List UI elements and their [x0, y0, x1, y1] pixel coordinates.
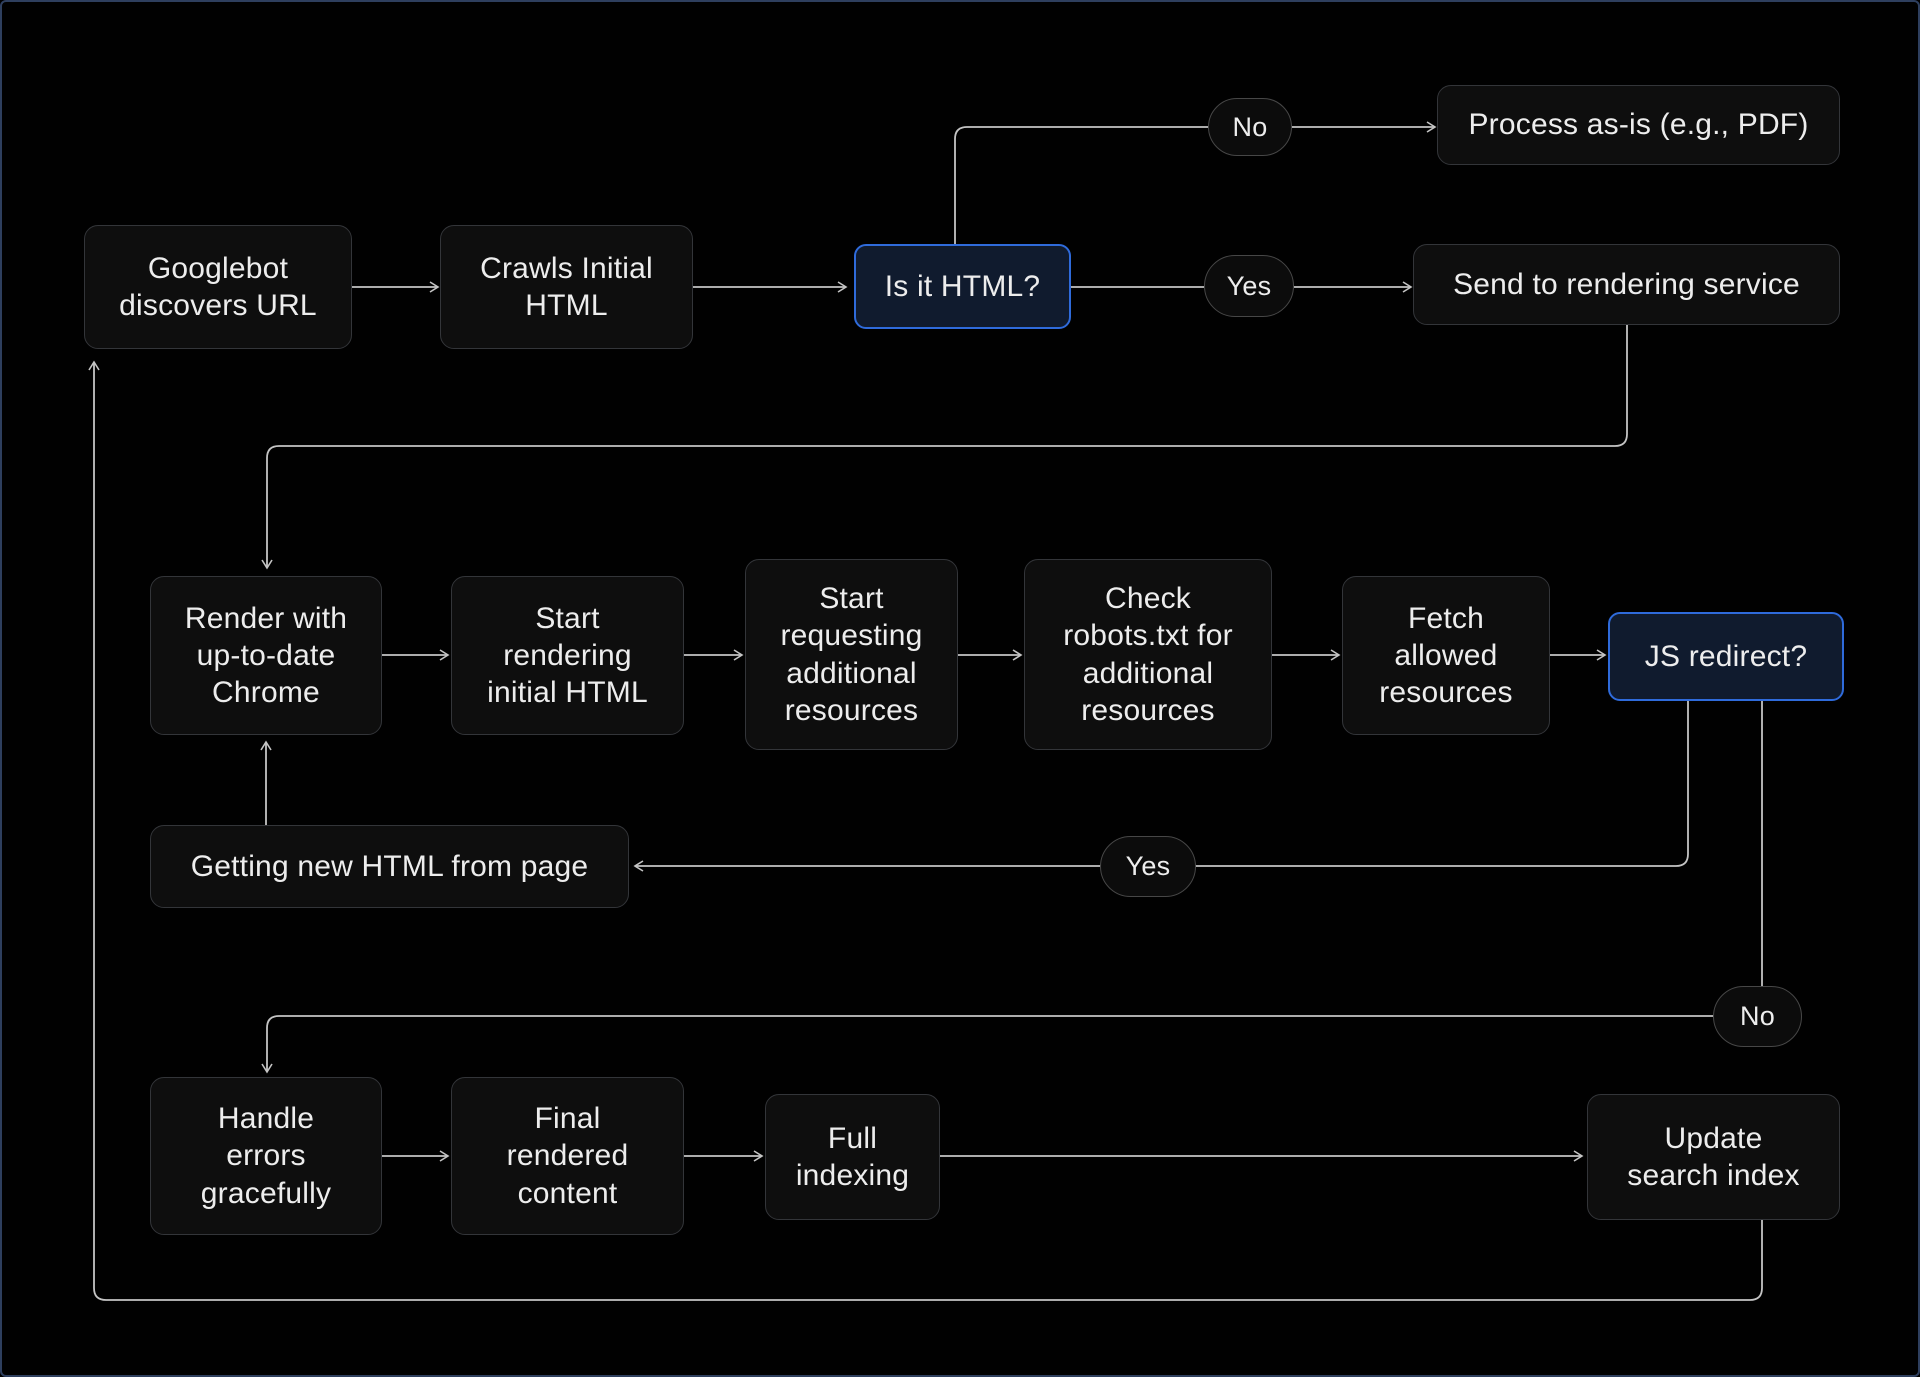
pill-no-mid: No: [1713, 986, 1802, 1047]
edge-send-render: [261, 325, 1628, 570]
node-is-it-html-decision: Is it HTML?: [854, 244, 1071, 329]
node-final-rendered-content: Final rendered content: [451, 1077, 684, 1235]
edge-jsredirect-yes-gettingnewhtml: [633, 701, 1689, 872]
node-send-to-rendering-service: Send to rendering service: [1413, 244, 1840, 325]
node-start-requesting-additional-resources: Start requesting additional resources: [745, 559, 958, 750]
node-render-with-chrome: Render with up-to-date Chrome: [150, 576, 382, 735]
node-start-rendering-initial-html: Start rendering initial HTML: [451, 576, 684, 735]
node-full-indexing: Full indexing: [765, 1094, 940, 1220]
pill-yes-mid: Yes: [1100, 836, 1196, 897]
node-update-search-index: Update search index: [1587, 1094, 1840, 1220]
pill-yes-top: Yes: [1204, 255, 1294, 317]
node-js-redirect-decision: JS redirect?: [1608, 612, 1844, 701]
node-check-robots-txt: Check robots.txt for additional resource…: [1024, 559, 1272, 750]
edge-no-handleerrors: [261, 1015, 1713, 1074]
node-fetch-allowed-resources: Fetch allowed resources: [1342, 576, 1550, 735]
node-handle-errors-gracefully: Handle errors gracefully: [150, 1077, 382, 1235]
edge-updateindex-googlebot-loop: [88, 360, 1763, 1301]
edge-isithtml-no: [954, 126, 1208, 244]
node-crawls-initial-html: Crawls Initial HTML: [440, 225, 693, 349]
node-process-as-is: Process as-is (e.g., PDF): [1437, 85, 1840, 165]
node-googlebot-discovers-url: Googlebot discovers URL: [84, 225, 352, 349]
node-getting-new-html-from-page: Getting new HTML from page: [150, 825, 629, 908]
pill-no-top: No: [1208, 98, 1292, 156]
